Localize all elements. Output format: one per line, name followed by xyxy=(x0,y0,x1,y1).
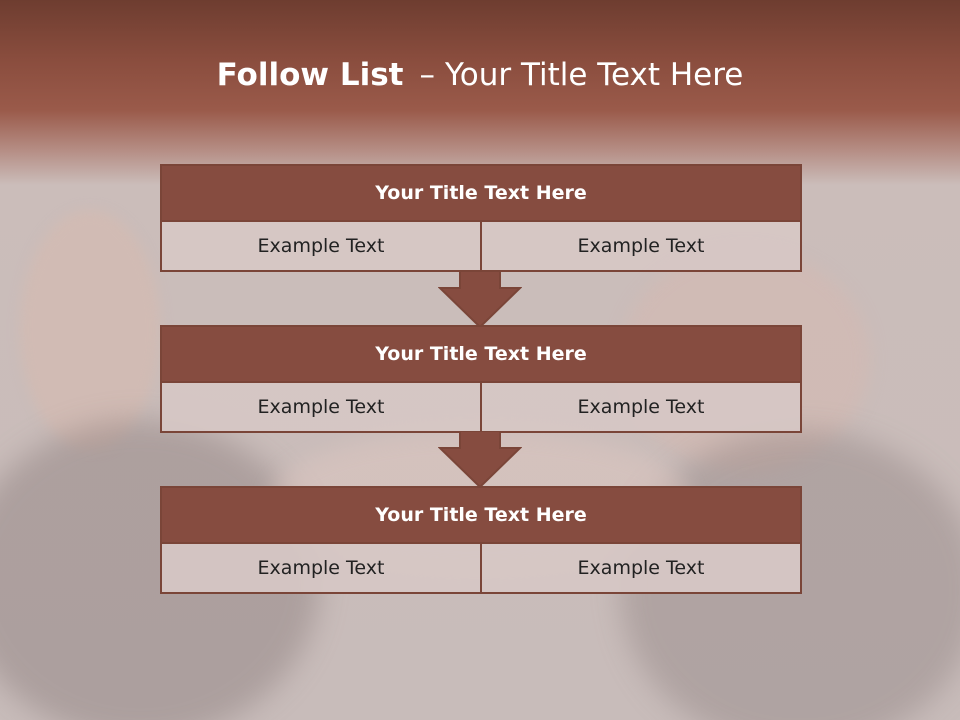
block-cell-right: Example Text xyxy=(480,222,800,270)
slide-title-rest: Your Title Text Here xyxy=(444,57,744,93)
slide-title: Follow List – Your Title Text Here xyxy=(0,40,960,110)
down-arrow-icon xyxy=(438,271,522,329)
block-title: Your Title Text Here xyxy=(162,327,800,383)
block-title: Your Title Text Here xyxy=(162,166,800,222)
block-row: Example Text Example Text xyxy=(162,544,800,592)
slide-title-separator: – xyxy=(419,57,435,93)
block-cell-right: Example Text xyxy=(480,383,800,431)
block-row: Example Text Example Text xyxy=(162,222,800,270)
down-arrow-icon xyxy=(438,431,522,489)
block-title: Your Title Text Here xyxy=(162,488,800,544)
block-cell-right: Example Text xyxy=(480,544,800,592)
slide-title-bold: Follow List xyxy=(216,57,404,93)
list-block-2: Your Title Text Here Example Text Exampl… xyxy=(160,325,802,433)
block-row: Example Text Example Text xyxy=(162,383,800,431)
background-foot-left xyxy=(20,210,160,450)
list-block-1: Your Title Text Here Example Text Exampl… xyxy=(160,164,802,272)
list-block-3: Your Title Text Here Example Text Exampl… xyxy=(160,486,802,594)
block-cell-left: Example Text xyxy=(257,396,385,418)
block-cell-left: Example Text xyxy=(257,557,385,579)
block-cell-left: Example Text xyxy=(257,235,385,257)
